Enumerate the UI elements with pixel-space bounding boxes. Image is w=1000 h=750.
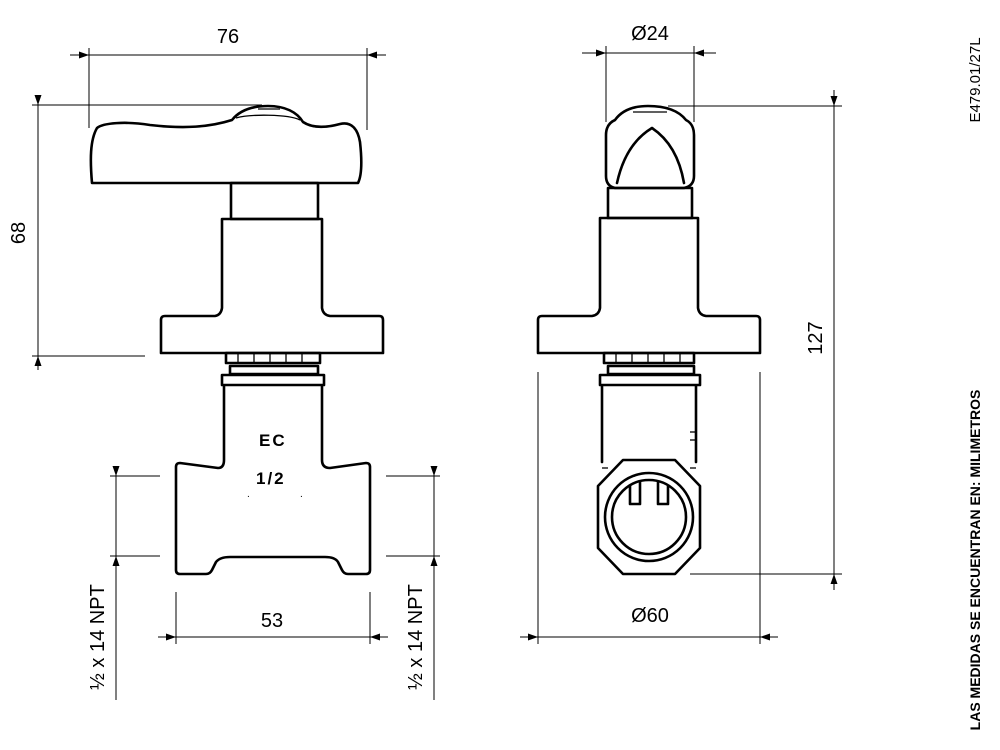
dim-thread-left: ½ x 14 NPT: [87, 584, 109, 690]
bonnet: [159, 217, 385, 355]
svg-text:.: .: [300, 489, 303, 500]
dim-total-height: 127: [805, 321, 827, 354]
units-note: LAS MEDIDAS SE ENCUENTRAN EN: MILIMETROS: [967, 390, 983, 731]
svg-text:.: .: [247, 489, 250, 500]
packing-nut: [224, 351, 322, 365]
front-view: EC 1/2 . .: [89, 104, 385, 576]
dim-body-length: 53: [261, 610, 283, 632]
stem: [229, 181, 320, 221]
inlet-outer: [603, 471, 695, 563]
body-mark-size: 1/2: [256, 469, 286, 488]
dim-handle-height: 68: [8, 222, 30, 244]
side-dimensions: Ø24 127 Ø60: [520, 23, 842, 644]
front-dimensions: 76 68 ½ x 14 NPT ½ x 14 NPT 53: [8, 26, 440, 700]
side-view: [536, 104, 762, 576]
drawing-code: E479.01/27L: [967, 37, 984, 122]
dim-handle-width: 76: [217, 26, 239, 48]
side-stem: [606, 186, 694, 220]
side-bonnet: [536, 216, 762, 355]
dim-cap-diameter: Ø24: [631, 23, 669, 45]
t-handle: [89, 104, 363, 185]
handle-cap: [604, 104, 696, 190]
dim-thread-right: ½ x 14 NPT: [405, 584, 427, 690]
dim-flange-diameter: Ø60: [631, 605, 669, 627]
valve-body: [174, 384, 372, 576]
body-mark-ec: EC: [259, 431, 287, 450]
inlet-inner: [610, 478, 688, 556]
hex-nut: [596, 458, 702, 576]
